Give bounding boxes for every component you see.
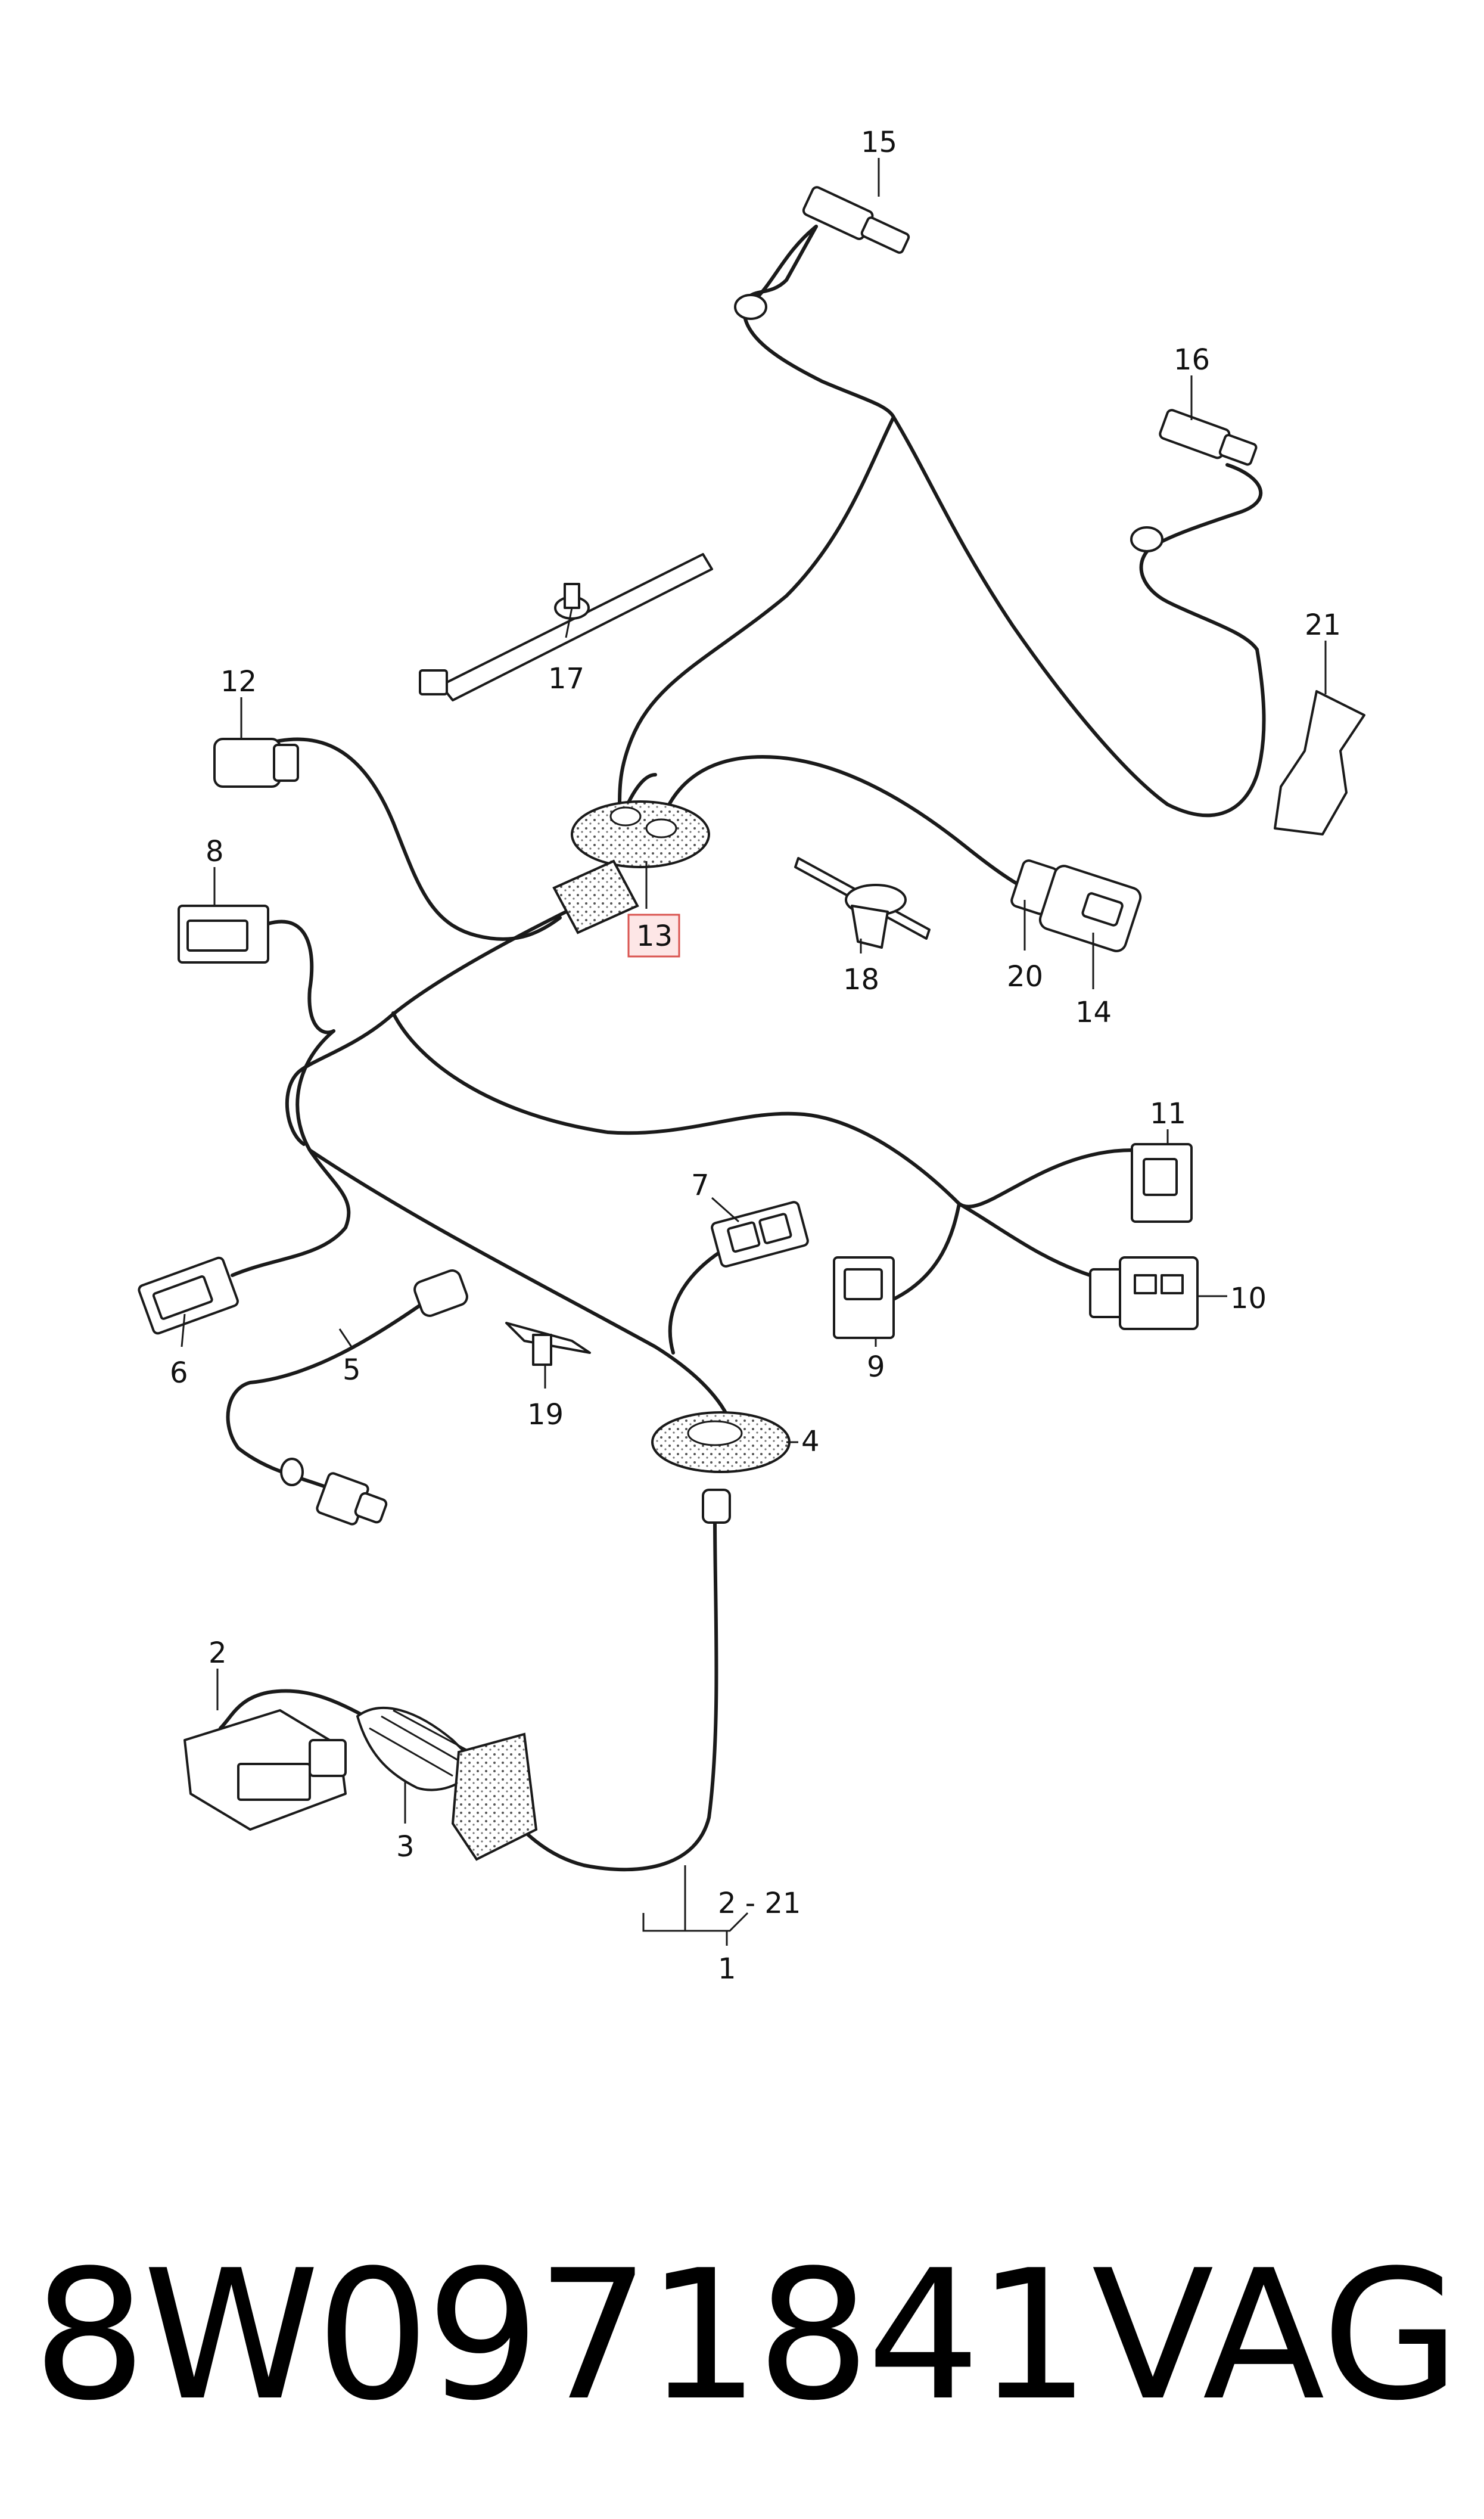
callout-16: 16	[1174, 343, 1210, 377]
connector-9	[833, 1256, 895, 1339]
clip-15	[734, 294, 767, 320]
bracket-21	[1274, 690, 1365, 835]
clip-16	[1130, 526, 1163, 552]
callout-7: 7	[691, 1169, 710, 1202]
callout-13: 13	[636, 920, 673, 953]
connector-7	[711, 1201, 809, 1268]
callout-1: 1	[718, 1952, 736, 1986]
leader-lines	[181, 158, 1327, 1946]
callout-labels: 15 16 21 12 17 8 13 18 20 14 11 7 10 9 6…	[170, 126, 1341, 1986]
callout-12: 12	[220, 665, 257, 698]
callout-5: 5	[343, 1353, 361, 1387]
callout-range: 2 - 21	[718, 1887, 801, 1920]
sensor-5	[280, 1269, 468, 1526]
callout-2: 2	[209, 1636, 227, 1670]
callout-10: 10	[1230, 1282, 1267, 1315]
callout-13-highlight	[627, 914, 680, 958]
clip-18	[794, 857, 931, 949]
callout-19: 19	[527, 1398, 564, 1431]
callout-4: 4	[801, 1425, 820, 1458]
callout-3: 3	[396, 1830, 415, 1863]
wire-bundle	[219, 225, 1266, 1872]
grommet-4	[651, 1411, 791, 1524]
clip-19	[505, 1322, 591, 1366]
callout-6: 6	[170, 1356, 188, 1390]
grommet-13	[552, 800, 710, 934]
callout-20: 20	[1007, 960, 1043, 993]
boot-3	[356, 1707, 538, 1861]
part-number: 8W0971841	[33, 2232, 1091, 2440]
callout-21: 21	[1305, 608, 1341, 642]
brand-label: VAG	[1091, 2232, 1460, 2440]
sensor-16	[1159, 409, 1258, 466]
sensor-15	[802, 186, 910, 254]
callout-17: 17	[548, 662, 584, 695]
callout-8: 8	[206, 835, 224, 868]
callout-9: 9	[867, 1350, 885, 1384]
connector-6	[138, 1256, 239, 1335]
wiring-harness-diagram: 15 16 21 12 17 8 13 18 20 14 11 7 10 9 6…	[138, 126, 1365, 1986]
callout-14: 14	[1075, 996, 1112, 1029]
cable-tie-17	[419, 553, 713, 701]
callout-15: 15	[861, 126, 897, 159]
callout-11: 11	[1150, 1097, 1186, 1130]
connector-10	[1089, 1256, 1199, 1330]
connector-11	[1131, 1143, 1193, 1223]
footer: 8W0971841 VAG	[0, 2241, 1484, 2431]
connector-2	[183, 1709, 347, 1831]
connector-12	[213, 738, 299, 788]
connector-14-20	[1010, 859, 1142, 952]
connector-8	[178, 905, 269, 964]
callout-18: 18	[843, 963, 879, 996]
